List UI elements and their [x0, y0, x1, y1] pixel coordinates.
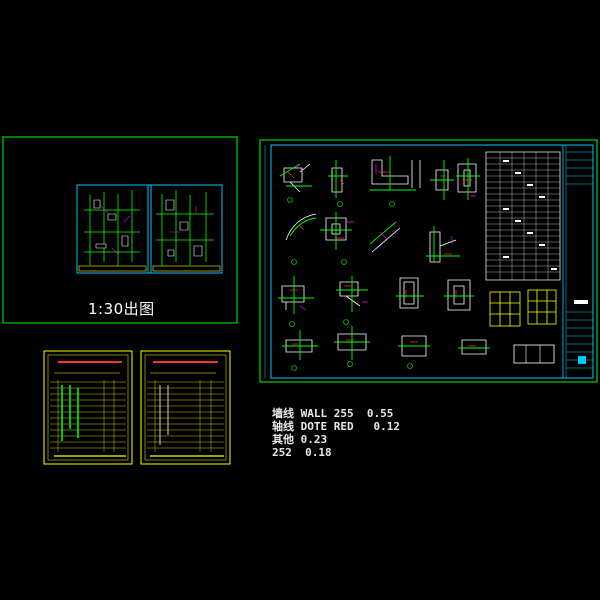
legend-line-axis: 轴线 DOTE RED 0.12 — [272, 420, 400, 433]
legend-line-wall: 墙线 WALL 255 0.55 — [272, 407, 394, 420]
left-small-sheets — [76, 184, 223, 274]
drawing-list-table-1 — [43, 350, 133, 465]
left-sheet-frame — [2, 136, 238, 324]
legend-line-other: 其他 0.23 — [272, 433, 328, 446]
drawing-list-table-2 — [140, 350, 231, 465]
legend-line-252: 252 0.18 — [272, 446, 332, 459]
main-detail-sheet — [259, 139, 598, 383]
scale-label: 1:30出图 — [88, 300, 155, 318]
